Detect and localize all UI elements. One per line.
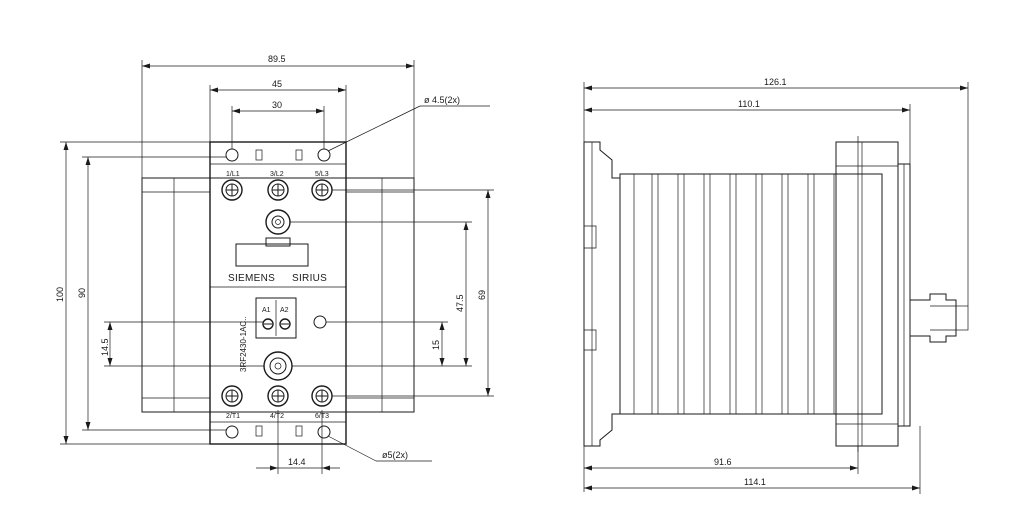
svg-text:89.5: 89.5	[268, 54, 286, 64]
dim-module-width: 45	[209, 79, 347, 142]
svg-text:100: 100	[55, 287, 65, 302]
dim-control-offset: 14.5	[100, 321, 264, 367]
dim-side-depth-b: 114.1	[584, 426, 921, 494]
svg-text:ø5(2x): ø5(2x)	[382, 450, 408, 460]
center-screw-lower	[263, 351, 293, 381]
svg-text:90: 90	[77, 288, 87, 298]
clip-notch	[584, 225, 597, 249]
svg-text:91.6: 91.6	[714, 457, 732, 467]
svg-text:110.1: 110.1	[738, 99, 760, 109]
terminal-screw-top-3	[311, 179, 333, 201]
mounting-hole-bottom-right	[317, 425, 331, 439]
din-rail-clip	[583, 141, 621, 447]
dim-pitch-vertical: 47.5	[290, 221, 472, 367]
terminal-label-4T2: 4/T2	[270, 413, 284, 420]
heatsink-fins	[633, 174, 835, 414]
product-line-label: SIRIUS	[292, 273, 327, 284]
terminal-label-2T1: 2/T1	[226, 413, 240, 420]
svg-text:14.4: 14.4	[288, 457, 306, 467]
terminal-screw-bottom-1	[221, 385, 243, 407]
brand-logo: SIEMENS	[228, 273, 275, 284]
tab	[255, 425, 263, 437]
terminal-screw-top-2	[267, 179, 289, 201]
front-view: 1/L1 3/L2 5/L3	[55, 54, 494, 474]
callout-hole-bottom: ø5(2x)	[327, 435, 432, 462]
center-screw-upper	[265, 209, 291, 235]
control-screw-a1	[262, 318, 274, 330]
side-control-connector	[909, 293, 957, 343]
terminal-label-3L2: 3/L2	[270, 171, 284, 178]
control-label-A1: A1	[262, 307, 271, 314]
svg-text:30: 30	[272, 100, 282, 110]
dim-overall-width: 89.5	[141, 54, 415, 178]
side-view: 126.1 110.1 91.6 114.1	[583, 77, 969, 494]
dim-overall-height: 100	[55, 141, 210, 445]
svg-text:15: 15	[431, 340, 441, 350]
side-heatsink	[619, 173, 883, 415]
control-label-A2: A2	[280, 307, 289, 314]
svg-text:69: 69	[477, 290, 487, 300]
terminal-screw-bottom-3	[311, 385, 333, 407]
terminal-label-1L1: 1/L1	[226, 171, 240, 178]
mounting-hole-bottom-left	[225, 425, 239, 439]
dim-side-overall-depth: 126.1	[583, 77, 969, 306]
terminal-label-5L3: 5/L3	[315, 171, 329, 178]
dim-side-depth-a: 91.6	[583, 446, 859, 492]
svg-text:ø 4.5(2x): ø 4.5(2x)	[424, 95, 460, 105]
dim-terminal-spacing: 69	[332, 189, 494, 397]
dim-side-depth-mid: 110.1	[584, 99, 911, 164]
side-module-housing	[835, 141, 899, 447]
svg-text:126.1: 126.1	[764, 77, 787, 87]
tab	[295, 425, 303, 437]
label-plate	[235, 243, 309, 267]
dim-led-offset: 15	[326, 321, 448, 366]
terminal-screw-bottom-2	[267, 385, 289, 407]
control-screw-a2	[279, 318, 291, 330]
clip-notch	[584, 329, 597, 351]
mounting-hole-top-left	[225, 148, 239, 162]
svg-text:47.5: 47.5	[455, 294, 465, 312]
heatsink-body	[141, 177, 415, 413]
status-led	[313, 315, 327, 329]
callout-hole-top: ø 4.5(2x)	[327, 95, 490, 152]
tab	[295, 149, 303, 161]
terminal-screw-top-1	[221, 179, 243, 201]
tab	[255, 149, 263, 161]
dim-hole-spacing: 30	[231, 100, 325, 149]
svg-text:45: 45	[272, 79, 282, 89]
label-plate-clip	[265, 237, 291, 247]
svg-text:14.5: 14.5	[100, 338, 110, 356]
svg-text:114.1: 114.1	[744, 477, 766, 487]
control-terminal-block	[255, 297, 297, 339]
dim-bottom-offset: 14.4	[256, 410, 340, 474]
part-number-label: 3RF2430-1AC..	[239, 316, 248, 372]
connector-tip	[955, 305, 969, 331]
dim-heatsink-height: 90	[77, 156, 226, 431]
